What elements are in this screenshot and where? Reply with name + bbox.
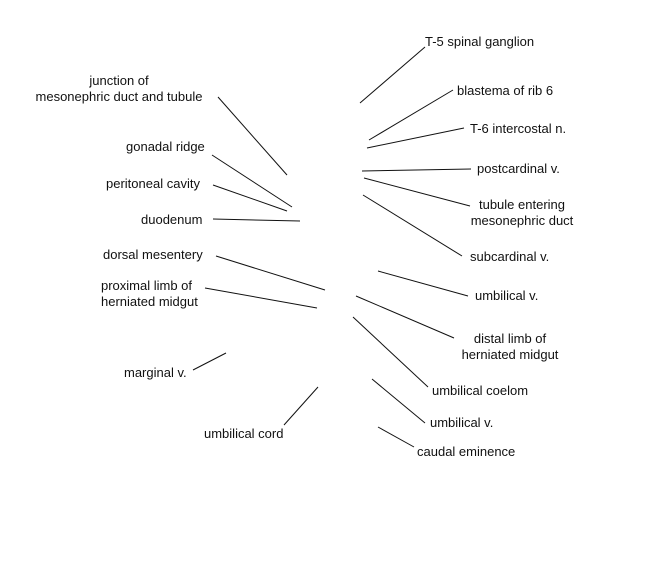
label-line: umbilical v. xyxy=(475,288,538,303)
leader-line-junction xyxy=(217,96,288,176)
label-caudal-eminence: caudal eminence xyxy=(417,444,515,459)
label-line: blastema of rib 6 xyxy=(457,83,553,98)
label-line: T-6 intercostal n. xyxy=(470,121,566,136)
label-umbilical-v-lower: umbilical v. xyxy=(430,415,493,430)
label-t5-spinal-ganglion: T-5 spinal ganglion xyxy=(425,34,534,49)
label-line: marginal v. xyxy=(124,365,187,380)
label-line: subcardinal v. xyxy=(470,249,549,264)
leader-line-subcardinal xyxy=(362,194,463,257)
leader-line-umbilical-coelom xyxy=(352,316,429,388)
label-line: umbilical coelom xyxy=(432,383,528,398)
label-dorsal-mesentery: dorsal mesentery xyxy=(103,247,203,262)
label-blastema-rib-6: blastema of rib 6 xyxy=(457,83,553,98)
label-subcardinal: subcardinal v. xyxy=(470,249,549,264)
label-peritoneal-cavity: peritoneal cavity xyxy=(106,176,200,191)
label-line: umbilical v. xyxy=(430,415,493,430)
leader-line-distal-limb xyxy=(355,295,455,339)
leader-line-proximal-limb xyxy=(204,287,318,309)
label-postcardinal: postcardinal v. xyxy=(477,161,560,176)
leader-line-t5-spinal-ganglion xyxy=(359,46,426,104)
leader-line-duodenum xyxy=(212,218,301,222)
label-line: caudal eminence xyxy=(417,444,515,459)
leader-line-blastema-rib-6 xyxy=(368,89,454,141)
leader-line-gonadal-ridge xyxy=(211,154,293,208)
label-line: T-5 spinal ganglion xyxy=(425,34,534,49)
leader-line-t6-intercostal xyxy=(366,127,465,149)
label-line: gonadal ridge xyxy=(126,139,205,154)
label-line: mesonephric duct and tubule xyxy=(36,89,203,104)
leader-line-umbilical-v-lower xyxy=(371,378,426,424)
label-line: tubule entering xyxy=(479,197,565,212)
label-duodenum: duodenum xyxy=(141,212,202,227)
label-line: duodenum xyxy=(141,212,202,227)
leader-line-peritoneal-cavity xyxy=(212,184,288,212)
label-line: proximal limb of xyxy=(101,278,192,293)
label-line: junction of xyxy=(88,73,149,88)
label-line: umbilical cord xyxy=(204,426,283,441)
label-line: postcardinal v. xyxy=(477,161,560,176)
label-line: herniated midgut xyxy=(462,347,559,362)
label-line: mesonephric duct xyxy=(471,213,574,228)
leader-line-umbilical-cord xyxy=(283,386,319,426)
label-line: herniated midgut xyxy=(101,294,198,309)
leader-line-postcardinal xyxy=(361,168,472,172)
label-umbilical-cord: umbilical cord xyxy=(204,426,283,441)
leader-line-marginal-v xyxy=(192,352,227,371)
leader-line-dorsal-mesentery xyxy=(215,255,326,291)
label-umbilical-v-upper: umbilical v. xyxy=(475,288,538,303)
label-line: peritoneal cavity xyxy=(106,176,200,191)
leader-line-caudal-eminence xyxy=(377,426,415,448)
label-umbilical-coelom: umbilical coelom xyxy=(432,383,528,398)
leader-line-umbilical-v-upper xyxy=(377,270,469,297)
label-line: dorsal mesentery xyxy=(103,247,203,262)
label-t6-intercostal: T-6 intercostal n. xyxy=(470,121,566,136)
label-gonadal-ridge: gonadal ridge xyxy=(126,139,205,154)
label-line: distal limb of xyxy=(474,331,547,346)
leader-line-tubule-entering xyxy=(363,177,471,207)
label-marginal-v: marginal v. xyxy=(124,365,187,380)
